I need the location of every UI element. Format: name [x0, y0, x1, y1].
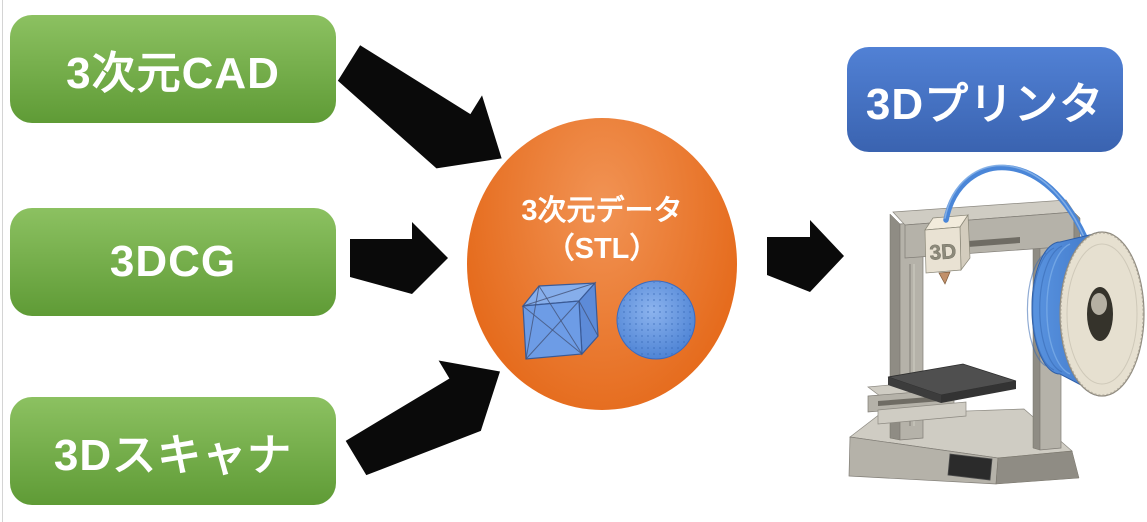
filament-spool [1026, 231, 1145, 397]
filament-tube-highlight [944, 164, 1093, 259]
source-box-3dcg-label: 3DCG [109, 237, 237, 286]
printer-illustration: 3D [848, 164, 1145, 485]
arrow-cg-to-stl [350, 222, 448, 294]
mesh-sphere-icon [616, 280, 696, 360]
source-box-3d-cad: 3次元CAD [10, 15, 336, 123]
source-box-3d-scanner-label: 3Dスキャナ [53, 431, 293, 480]
arrow-scanner-to-stl [345, 360, 501, 476]
source-box-3dcg: 3DCG [10, 208, 336, 316]
nozzle [938, 271, 951, 285]
arrow-stl-to-printer [767, 220, 844, 292]
window-border-left [2, 0, 3, 522]
center-node-text: 3次元データ （STL） [467, 192, 737, 269]
mesh-cube-icon [521, 281, 599, 360]
extruder-head: 3D [924, 213, 971, 285]
arrow-cad-to-stl [337, 45, 502, 169]
print-bed [887, 363, 1017, 403]
center-node-title: 3次元データ [521, 195, 683, 227]
printer-screen [947, 453, 993, 481]
output-box-3d-printer-label: 3Dプリンタ [865, 79, 1105, 129]
extruder-head-label: 3D [929, 240, 957, 265]
output-box-3d-printer: 3Dプリンタ [847, 47, 1123, 152]
source-box-3d-scanner: 3Dスキャナ [10, 397, 336, 505]
source-box-3d-cad-label: 3次元CAD [66, 49, 280, 98]
center-node-subtitle: （STL） [545, 233, 659, 266]
spool-hub [1091, 293, 1107, 315]
center-node-stl: 3次元データ （STL） [467, 118, 737, 410]
